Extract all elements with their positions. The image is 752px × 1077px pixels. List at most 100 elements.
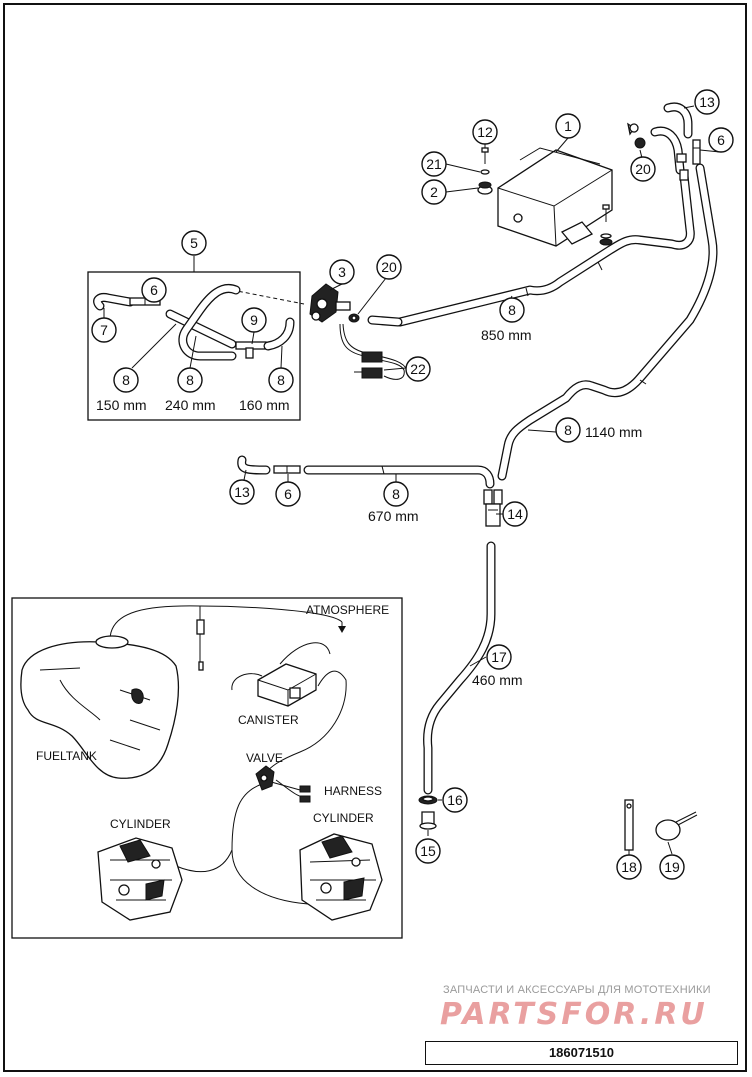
callout-9: 9: [241, 307, 267, 333]
clamp-20-valve: [348, 313, 360, 323]
svg-text:18: 18: [621, 859, 637, 875]
svg-text:21: 21: [426, 156, 442, 172]
callout-8-160: 8: [268, 367, 294, 393]
svg-text:13: 13: [699, 94, 715, 110]
length-670: 670 mm: [368, 508, 419, 524]
label-canister: CANISTER: [238, 713, 299, 727]
svg-text:7: 7: [100, 322, 108, 338]
svg-text:14: 14: [507, 506, 523, 522]
svg-text:15: 15: [420, 843, 436, 859]
callout-15: 15: [415, 838, 441, 864]
callout-1: 1: [555, 113, 581, 139]
callout-7: 7: [91, 317, 117, 343]
callout-8-240: 8: [177, 367, 203, 393]
hose-670-row: [237, 455, 495, 491]
callout-5: 5: [181, 230, 207, 256]
callout-8-670: 8: [383, 481, 409, 507]
callout-14: 14: [502, 501, 528, 527]
svg-text:20: 20: [381, 259, 397, 275]
callout-18: 18: [616, 854, 642, 880]
callout-8-1140: 8: [555, 417, 581, 443]
svg-text:3: 3: [338, 264, 346, 280]
callout-21: 21: [421, 151, 447, 177]
svg-text:8: 8: [564, 422, 572, 438]
label-valve: VALVE: [246, 751, 283, 765]
canister-part: [497, 147, 613, 247]
cylinder-left-drawing: [97, 837, 183, 921]
callout-12: 12: [472, 119, 498, 145]
svg-text:8: 8: [277, 372, 285, 388]
svg-text:17: 17: [491, 649, 507, 665]
screw-right-canister: [599, 204, 613, 246]
callout-8-850: 8: [499, 297, 525, 323]
callout-3: 3: [329, 259, 355, 285]
hose-canister-purge: [395, 171, 695, 327]
connector-6-right: [692, 139, 701, 165]
watermark-tagline: ЗАПЧАСТИ И АКСЕССУАРЫ ДЛЯ МОТОТЕХНИКИ: [443, 984, 711, 996]
length-160: 160 mm: [239, 397, 290, 413]
hose-850-end: [367, 315, 403, 327]
plug-15: [419, 811, 437, 836]
leaders-valve: [231, 277, 407, 371]
label-atmosphere: ATMOSPHERE: [306, 603, 389, 617]
label-harness: HARNESS: [324, 784, 382, 798]
label-fueltank: FUELTANK: [36, 749, 97, 763]
drawing-frame: [3, 3, 747, 1072]
svg-text:1: 1: [564, 118, 572, 134]
callout-22: 22: [405, 356, 431, 382]
tee-piece-14: [483, 489, 504, 527]
strap-18: [624, 799, 634, 856]
cable-tie-19: [655, 811, 698, 855]
schematic-valve: [255, 765, 311, 803]
grommet-2: [477, 147, 493, 195]
callout-20-valve: 20: [376, 254, 402, 280]
length-240: 240 mm: [165, 397, 216, 413]
callout-6-top: 6: [708, 127, 734, 153]
callout-17: 17: [486, 644, 512, 670]
svg-text:16: 16: [447, 792, 463, 808]
callout-19: 19: [659, 854, 685, 880]
svg-text:9: 9: [250, 312, 258, 328]
clamp-20-right: [627, 122, 646, 149]
svg-text:19: 19: [664, 859, 680, 875]
callout-20-top: 20: [630, 156, 656, 182]
svg-text:2: 2: [430, 184, 438, 200]
watermark-logo: PARTSFOR.RU: [440, 997, 708, 1032]
length-850: 850 mm: [481, 327, 532, 343]
harness-22-part: [339, 323, 408, 380]
hose-ticks: [525, 261, 647, 385]
hose-1140: [497, 163, 718, 481]
svg-text:6: 6: [150, 282, 158, 298]
hose-13-top-right: [663, 102, 693, 139]
drawing-number: 186071510: [425, 1041, 738, 1065]
svg-text:12: 12: [477, 124, 493, 140]
svg-text:8: 8: [508, 302, 516, 318]
callout-8-150: 8: [113, 367, 139, 393]
fueltank-drawing: [20, 635, 180, 779]
callout-2: 2: [421, 179, 447, 205]
schematic-canister: [257, 663, 317, 707]
svg-text:6: 6: [284, 486, 292, 502]
schematic-box: [11, 597, 403, 939]
svg-text:22: 22: [410, 361, 426, 377]
label-cylinder-right: CYLINDER: [313, 811, 374, 825]
svg-text:6: 6: [717, 132, 725, 148]
purge-valve-part: [309, 283, 351, 323]
hose-fitting-right: [676, 153, 689, 181]
callout-16: 16: [442, 787, 468, 813]
callout-6-inset: 6: [141, 277, 167, 303]
cylinder-right-drawing: [299, 833, 383, 921]
callout-13-mid: 13: [229, 479, 255, 505]
label-cylinder-left: CYLINDER: [110, 817, 171, 831]
callout-6-mid: 6: [275, 481, 301, 507]
svg-text:5: 5: [190, 235, 198, 251]
svg-text:8: 8: [392, 486, 400, 502]
svg-text:13: 13: [234, 484, 250, 500]
schematic-lines: [109, 605, 347, 905]
hose-17-drain: [423, 541, 496, 795]
length-460: 460 mm: [472, 672, 523, 688]
length-1140: 1140 mm: [585, 424, 642, 440]
hose-elbow-right: [650, 126, 685, 175]
svg-text:20: 20: [635, 161, 651, 177]
